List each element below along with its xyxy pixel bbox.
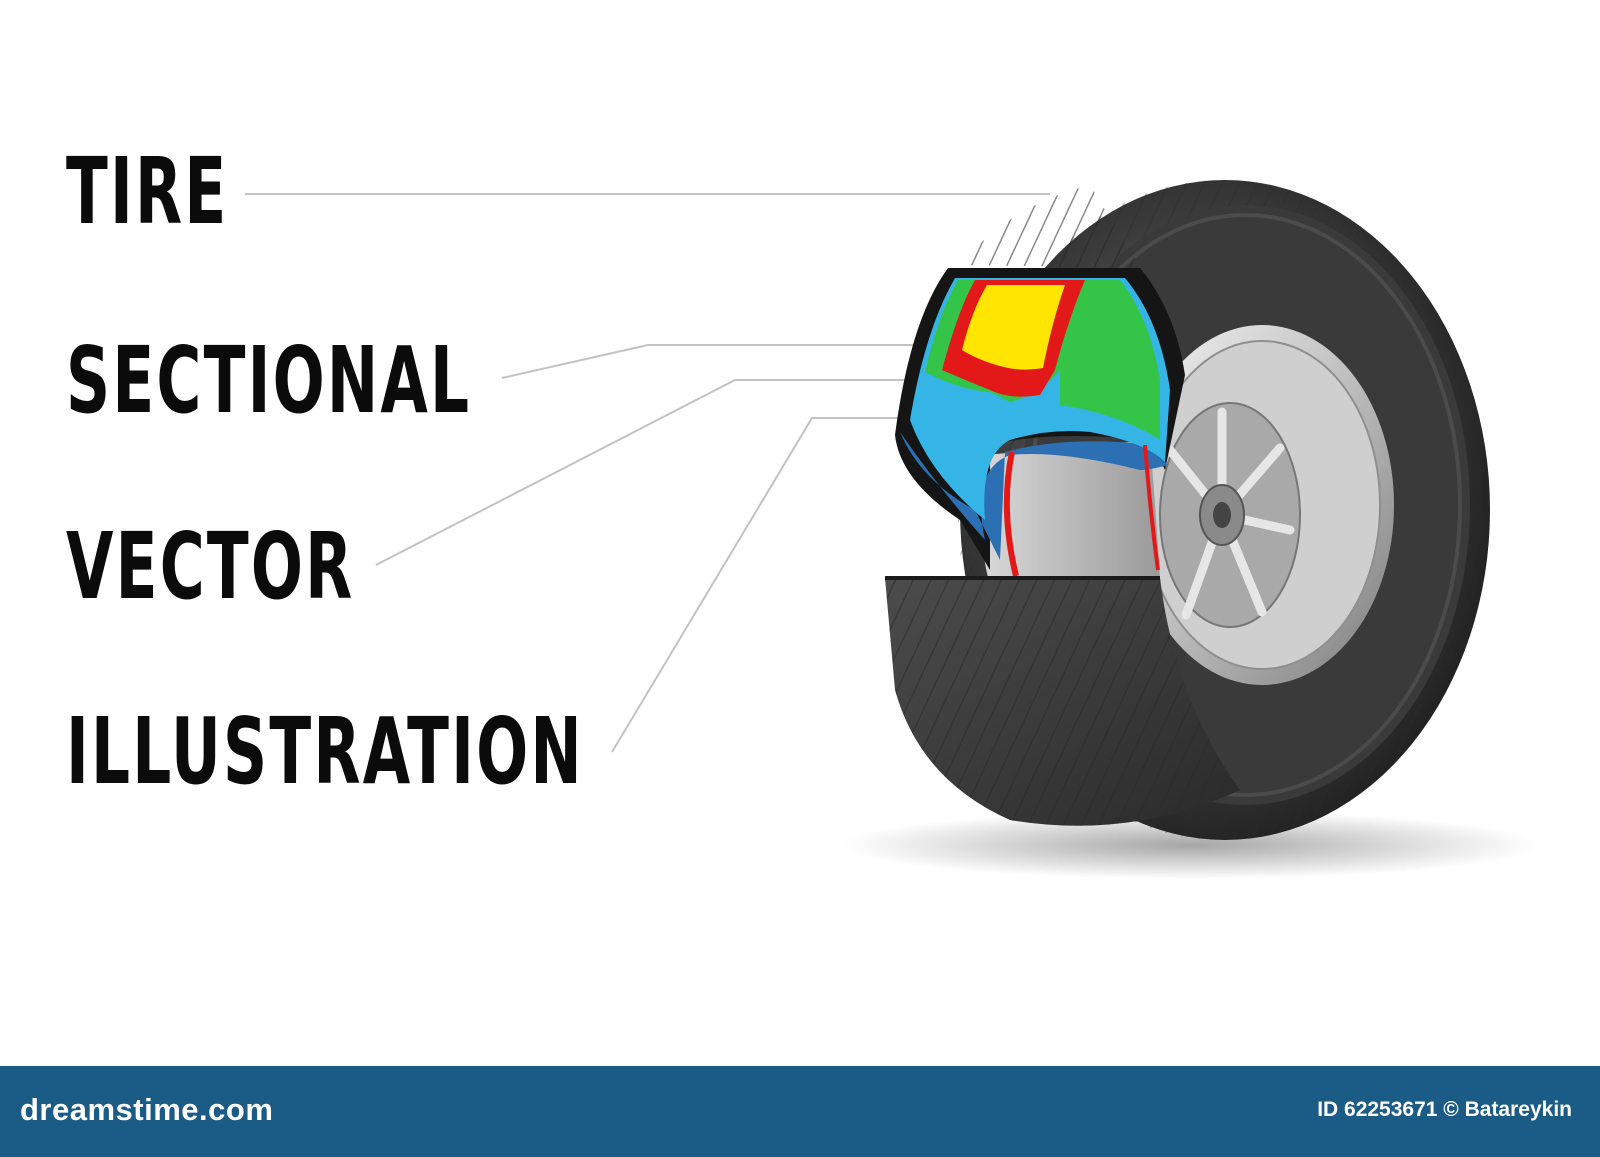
label-illustration: ILLUSTRATION [66,698,584,805]
layer-red-wall [1003,451,1019,577]
label-vector: VECTOR [66,513,355,620]
ground-shadow [840,811,1540,879]
upper-tread [960,185,1140,268]
layer-yellow [962,285,1065,370]
tire-diagram [245,180,1540,879]
footer-logo[interactable]: dreamstime.com [20,1092,274,1127]
watermark-footer: dreamstime.com ID 62253671 © Batareykin [0,1066,1600,1157]
cross-section [895,268,1185,577]
label-tire: TIRE [66,138,229,245]
footer-credit: ID 62253671 © Batareykin [1317,1098,1572,1121]
rim [1130,325,1394,685]
leader-line-illustration [611,417,935,753]
lower-tread [885,576,1240,826]
illustration-canvas: TIRE SECTIONAL VECTOR ILLUSTRATION [66,138,1540,879]
cutaway-inner-wheel [980,440,1160,578]
leader-line-vector [375,379,915,566]
leader-lines [245,193,1050,753]
label-sectional: SECTIONAL [66,327,472,434]
leader-line-sectional [501,344,975,379]
